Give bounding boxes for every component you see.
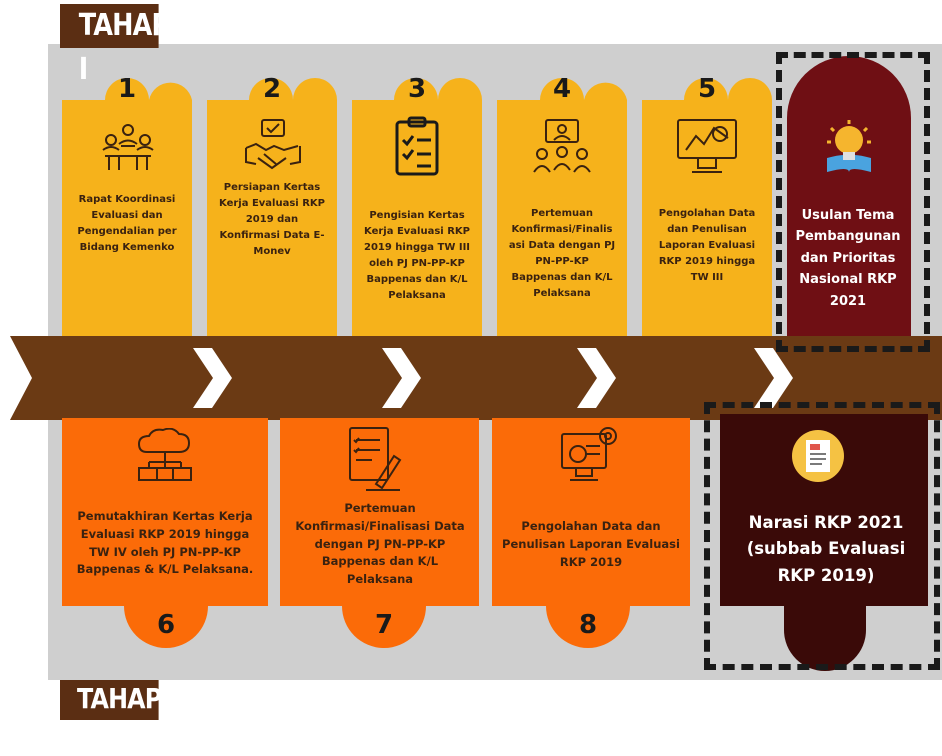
step-3-line: Bappenas dan K/L bbox=[366, 274, 468, 285]
step-1-line: Evaluasi dan bbox=[91, 210, 163, 221]
step-7-line: Pertemuan bbox=[344, 501, 416, 515]
step-7-card bbox=[280, 418, 479, 648]
step-3-line: 2019 hingga TW III bbox=[363, 242, 471, 253]
step-2-line: Persiapan Kertas bbox=[223, 182, 321, 193]
step-number-2: 2 bbox=[262, 74, 282, 104]
step-8-line: Pengolahan Data dan bbox=[521, 519, 661, 533]
step-5-card bbox=[642, 78, 772, 345]
checklist-icon bbox=[389, 116, 445, 176]
final-top-text: Usulan Tema Pembangunan dan Prioritas Na… bbox=[786, 205, 910, 312]
step-2-line: Konfirmasi Data E- bbox=[219, 230, 325, 241]
final-bottom-line: RKP 2019) bbox=[777, 565, 875, 585]
step-4-text: Pertemuan Konfirmasi/Finalis asi Data de… bbox=[500, 206, 624, 302]
step-number-3: 3 bbox=[407, 74, 427, 104]
step-1-line: Bidang Kemenko bbox=[79, 242, 175, 253]
step-4-card bbox=[497, 78, 627, 345]
data-monitor-icon bbox=[674, 116, 740, 176]
analytics-gear-icon bbox=[558, 424, 620, 490]
step-number-7: 7 bbox=[374, 610, 394, 640]
final-bottom-tab bbox=[784, 600, 866, 671]
chevron-4 bbox=[754, 348, 793, 408]
final-top-line: 2021 bbox=[829, 293, 867, 309]
step-2-line: Kerja Evaluasi RKP bbox=[219, 198, 325, 209]
step-number-1: 1 bbox=[117, 74, 137, 104]
step-8-text: Pengolahan Data dan Penulisan Laporan Ev… bbox=[494, 518, 688, 571]
meeting-icon bbox=[99, 120, 157, 172]
document-icon bbox=[792, 430, 844, 482]
timeline-graphic bbox=[10, 56, 942, 671]
step-6-text: Pemutakhiran Kertas Kerja Evaluasi RKP 2… bbox=[64, 508, 266, 579]
step-2-card bbox=[207, 78, 337, 345]
cloud-network-icon bbox=[133, 427, 197, 488]
step-6-line: TW IV oleh PJ PN-PP-KP bbox=[89, 544, 241, 559]
step-1-text: Rapat Koordinasi Evaluasi dan Pengendali… bbox=[68, 192, 186, 256]
step-6-line: Pemutakhiran Kertas Kerja bbox=[77, 509, 253, 523]
step-8-line: Penulisan Laporan Evaluasi bbox=[502, 536, 680, 551]
step-7-line: Konfirmasi/Finalisasi Data bbox=[295, 518, 465, 533]
step-7-text: Pertemuan Konfirmasi/Finalisasi Data den… bbox=[282, 500, 478, 589]
step-4-line: asi Data dengan PJ bbox=[508, 240, 616, 251]
step-3-card bbox=[352, 78, 482, 345]
step-7-line: Pelaksana bbox=[346, 572, 414, 587]
step-1-card bbox=[62, 78, 192, 345]
step-8-card bbox=[492, 418, 690, 648]
stage-label-tahap-1: TAHAP I bbox=[60, 4, 170, 87]
step-5-line: Pengolahan Data bbox=[658, 208, 756, 219]
dashed-box-bottom bbox=[704, 402, 940, 670]
dashed-box-top bbox=[776, 52, 930, 352]
step-2-text: Persiapan Kertas Kerja Evaluasi RKP 2019… bbox=[211, 180, 333, 260]
step-3-line: Kerja Evaluasi RKP bbox=[364, 226, 470, 237]
chevron-2 bbox=[382, 348, 421, 408]
final-top-line: dan Prioritas bbox=[800, 250, 896, 266]
video-conference-icon bbox=[532, 116, 592, 176]
step-2-line: Monev bbox=[253, 246, 291, 257]
final-bottom-line: Narasi RKP 2021 bbox=[748, 513, 904, 532]
step-1-line: Rapat Koordinasi bbox=[78, 194, 176, 205]
step-4-line: Konfirmasi/Finalis bbox=[511, 224, 613, 235]
step-4-line: Bappenas dan K/L bbox=[511, 272, 613, 283]
step-5-line: Laporan Evaluasi bbox=[658, 240, 756, 251]
chevron-1 bbox=[193, 348, 232, 408]
step-6-card bbox=[62, 418, 268, 648]
step-5-line: RKP 2019 hingga bbox=[658, 256, 756, 267]
step-1-line: Pengendalian per bbox=[77, 226, 177, 237]
step-4-line: Pertemuan bbox=[530, 208, 593, 219]
step-number-4: 4 bbox=[552, 74, 572, 104]
step-5-text: Pengolahan Data dan Penulisan Laporan Ev… bbox=[646, 206, 768, 286]
document-sign-icon bbox=[346, 424, 402, 494]
step-4-line: Pelaksana bbox=[533, 288, 591, 299]
final-top-line: Pembangunan bbox=[795, 229, 901, 245]
step-5-line: dan Penulisan bbox=[667, 224, 747, 235]
handshake-icon bbox=[244, 118, 302, 174]
final-top-line: Usulan Tema bbox=[801, 208, 895, 223]
step-3-line: Pelaksana bbox=[388, 290, 446, 301]
step-8-line: RKP 2019 bbox=[559, 554, 623, 569]
final-bottom-line: (subbab Evaluasi bbox=[746, 539, 906, 559]
chevron-3 bbox=[577, 348, 616, 408]
step-6-line: Evaluasi RKP 2019 hingga bbox=[80, 526, 250, 541]
final-top-card bbox=[787, 56, 911, 344]
step-number-6: 6 bbox=[156, 610, 176, 640]
step-7-line: Bappenas dan K/L bbox=[321, 554, 439, 569]
lightbulb-book-icon bbox=[823, 118, 875, 178]
step-number-5: 5 bbox=[697, 74, 717, 104]
final-bottom-text: Narasi RKP 2021 (subbab Evaluasi RKP 201… bbox=[728, 510, 924, 589]
step-6-line: Bappenas & K/L Pelaksana. bbox=[76, 562, 254, 577]
step-5-line: TW III bbox=[690, 272, 724, 283]
timeline-arrow-band bbox=[10, 336, 942, 420]
final-top-line: Nasional RKP bbox=[799, 272, 897, 288]
step-2-line: 2019 dan bbox=[245, 214, 299, 225]
step-7-line: dengan PJ PN-PP-KP bbox=[314, 536, 446, 551]
step-number-8: 8 bbox=[578, 610, 598, 640]
step-3-line: oleh PJ PN-PP-KP bbox=[369, 258, 465, 269]
step-4-line: PN-PP-KP bbox=[535, 256, 589, 267]
step-3-line: Pengisian Kertas bbox=[369, 210, 465, 221]
step-3-text: Pengisian Kertas Kerja Evaluasi RKP 2019… bbox=[356, 208, 478, 304]
